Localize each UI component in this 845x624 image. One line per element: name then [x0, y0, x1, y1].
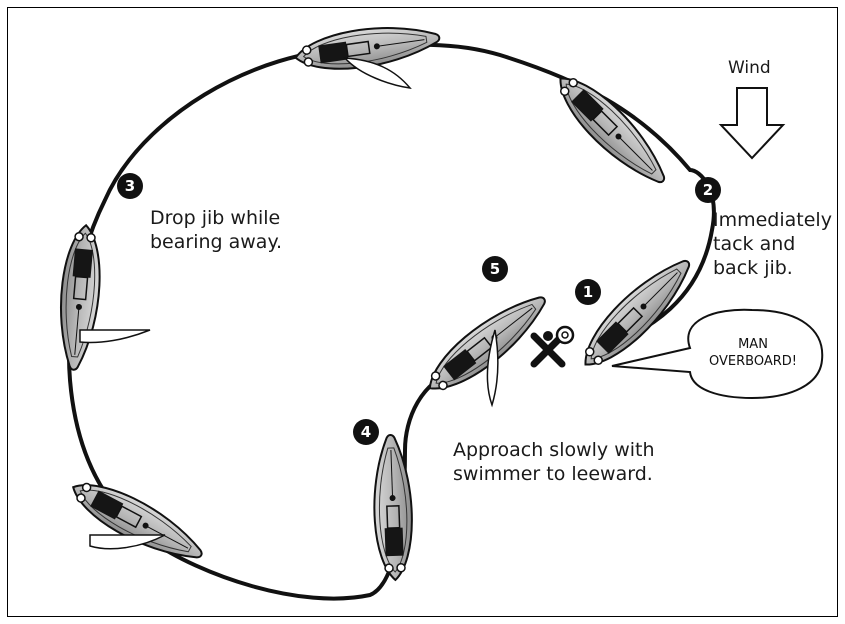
step-4-text: Approach slowly with swimmer to leeward.	[453, 438, 655, 486]
speech-bubble-text: MAN OVERBOARD!	[692, 336, 814, 370]
sail-left	[80, 330, 150, 343]
step-3-text: Drop jib while bearing away.	[150, 206, 282, 254]
step-badge-3: 3	[117, 173, 143, 199]
boat-icon	[372, 434, 414, 580]
boat-icon	[418, 284, 555, 403]
wind-label: Wind	[728, 56, 771, 80]
step-badge-1: 1	[575, 279, 601, 305]
wind-arrow-icon	[721, 88, 783, 158]
step-badge-5: 5	[482, 256, 508, 282]
life-ring-icon	[557, 327, 573, 343]
boat-icon	[64, 471, 210, 572]
step-badge-2: 2	[695, 177, 721, 203]
step-2-text: Immediately tack and back jib.	[713, 208, 832, 280]
boat-icon	[55, 224, 105, 372]
step-badge-4: 4	[353, 419, 379, 445]
boat-icon	[547, 65, 676, 194]
